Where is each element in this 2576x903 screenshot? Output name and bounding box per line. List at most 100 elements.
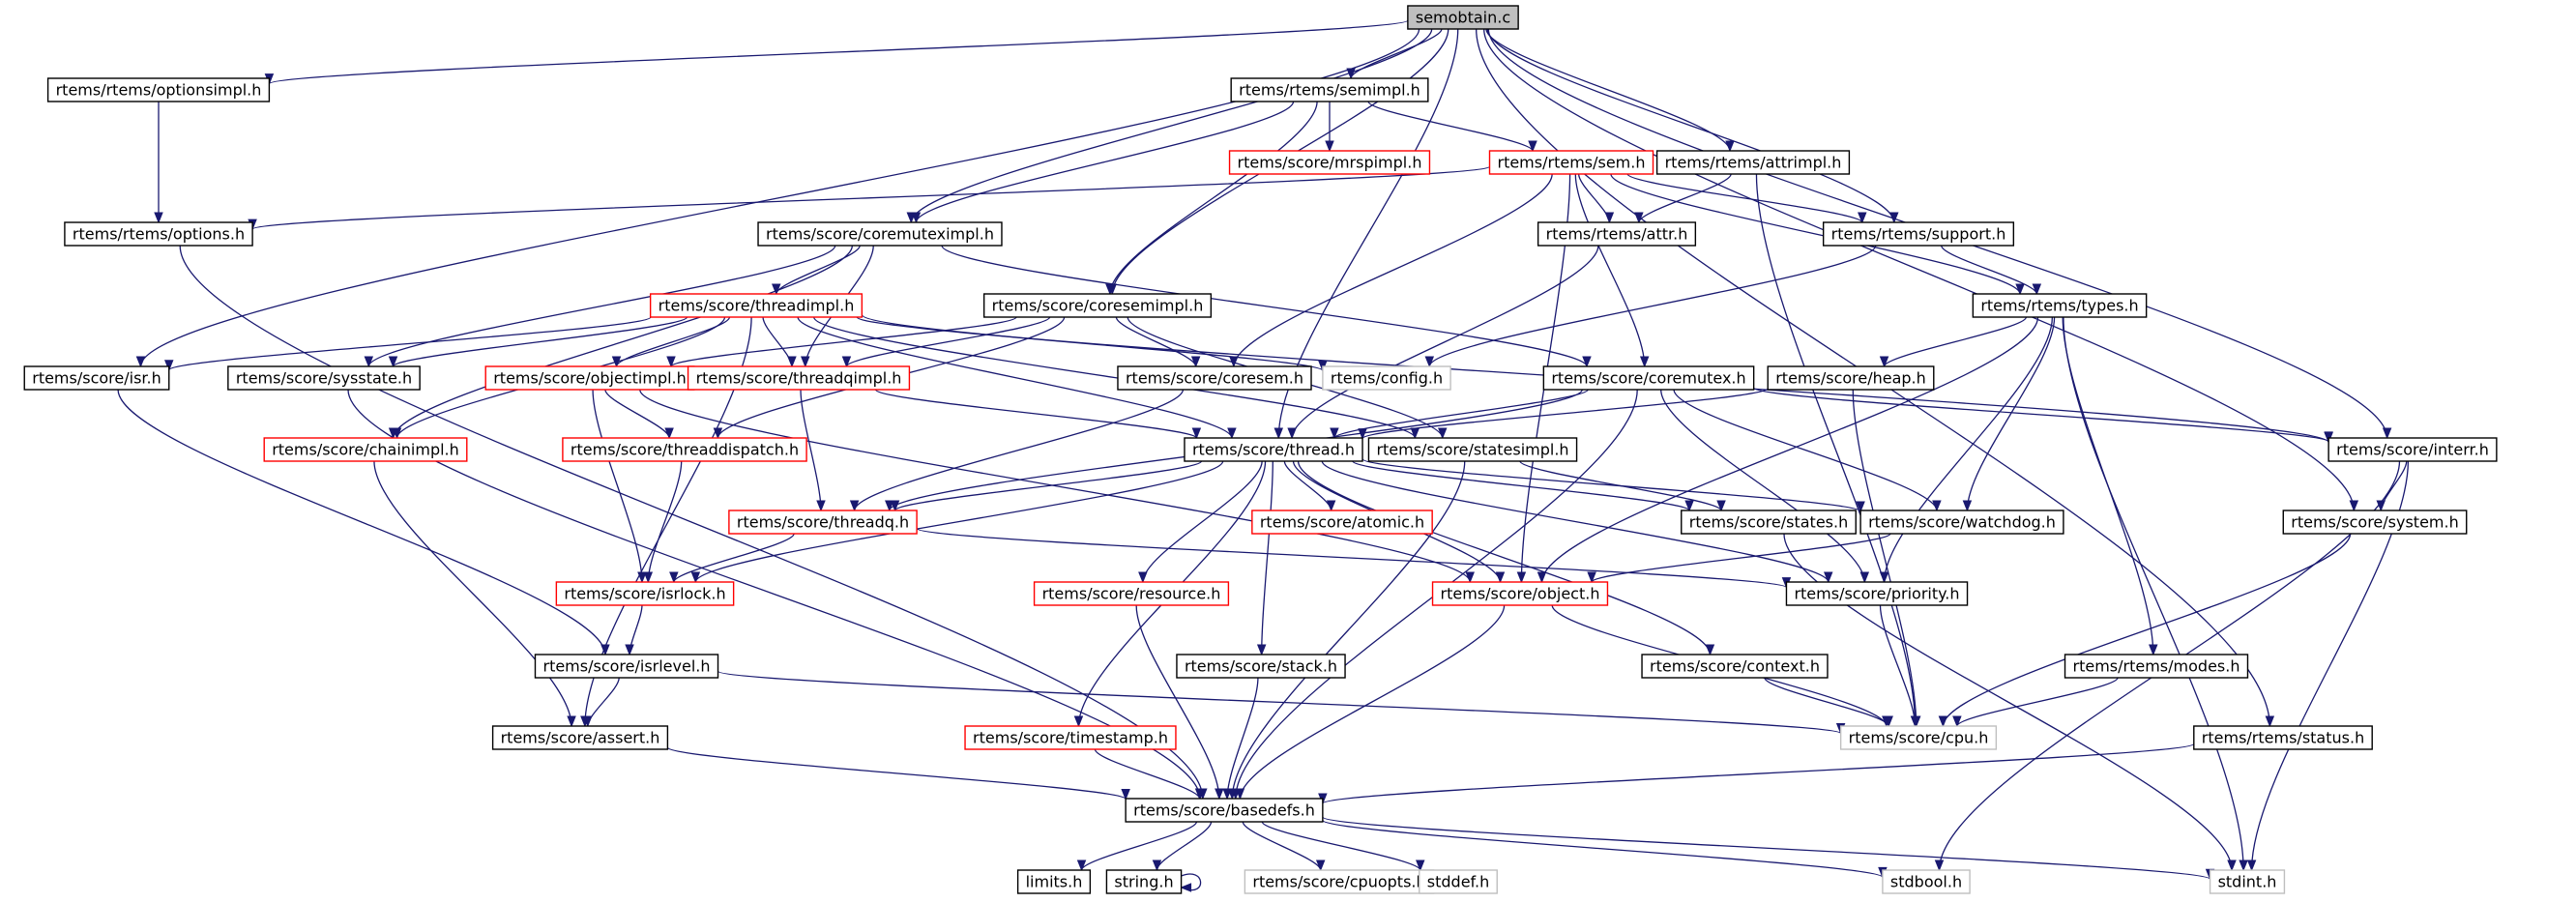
node-mrspimpl[interactable]: rtems/score/mrspimpl.h: [1228, 150, 1431, 175]
node-box: [2193, 725, 2373, 750]
node-string[interactable]: string.h: [1105, 869, 1183, 894]
node-label: rtems/score/heap.h: [1775, 369, 1926, 388]
node-timestamp[interactable]: rtems/score/timestamp.h: [964, 725, 1177, 750]
node-isrlock[interactable]: rtems/score/isrlock.h: [555, 581, 735, 606]
node-stddef[interactable]: stddef.h: [1419, 869, 1498, 894]
node-atomic[interactable]: rtems/score/atomic.h: [1251, 510, 1433, 535]
edge-sem-to-types: [1610, 173, 2025, 296]
node-objectimpl[interactable]: rtems/score/objectimpl.h: [484, 365, 695, 391]
node-label: rtems/rtems/attr.h: [1546, 225, 1688, 244]
node-cpu[interactable]: rtems/score/cpu.h: [1839, 725, 1998, 750]
node-box: [1125, 798, 1324, 823]
edge-objectimpl-to-threaddispatch: [604, 389, 674, 440]
node-label: rtems/score/basedefs.h: [1133, 801, 1315, 820]
edge-semobtain-to-support: [1486, 28, 1899, 224]
node-label: rtems/score/atomic.h: [1260, 513, 1424, 532]
edge-coresemimpl-to-objectimpl: [666, 316, 1017, 368]
edge-threadimpl-to-isr: [164, 316, 652, 372]
node-stdint[interactable]: stdint.h: [2209, 869, 2286, 894]
edge-thread-to-isrlock: [690, 460, 1224, 584]
node-label: string.h: [1114, 873, 1173, 891]
node-limits[interactable]: limits.h: [1016, 869, 1092, 894]
edge-thread-to-priority: [1321, 460, 1833, 584]
node-sem[interactable]: rtems/rtems/sem.h: [1488, 150, 1654, 175]
node-box: [1176, 654, 1346, 679]
node-object[interactable]: rtems/score/object.h: [1431, 581, 1609, 606]
node-label: rtems/score/coresem.h: [1126, 369, 1303, 388]
node-box: [982, 293, 1213, 318]
edge-stack-to-basedefs: [1222, 677, 1259, 801]
node-assert[interactable]: rtems/score/assert.h: [491, 725, 669, 750]
node-chainimpl[interactable]: rtems/score/chainimpl.h: [263, 437, 468, 462]
edge-optionsimpl-to-options: [154, 102, 163, 224]
node-states[interactable]: rtems/score/states.h: [1681, 510, 1857, 535]
edge-semobtain-to-isr: [135, 28, 1420, 368]
edge-modes-to-cpu: [1952, 677, 2119, 728]
node-coresem[interactable]: rtems/score/coresem.h: [1117, 365, 1312, 391]
node-box: [1322, 365, 1451, 391]
edge-semobtain-to-thread: [1273, 28, 1459, 440]
node-status[interactable]: rtems/rtems/status.h: [2193, 725, 2373, 750]
node-thread[interactable]: rtems/score/thread.h: [1184, 437, 1363, 462]
node-label: rtems/score/coremuteximpl.h: [766, 225, 994, 244]
node-config[interactable]: rtems/config.h: [1322, 365, 1451, 391]
node-threadq[interactable]: rtems/score/threadq.h: [728, 510, 918, 535]
node-attrimpl[interactable]: rtems/rtems/attrimpl.h: [1655, 150, 1851, 175]
node-label: rtems/score/coremutex.h: [1551, 369, 1745, 388]
node-label: rtems/score/isrlock.h: [564, 585, 725, 603]
node-box: [46, 77, 271, 102]
edge-sem-to-attr: [1577, 173, 1615, 224]
node-threadqimpl[interactable]: rtems/score/threadqimpl.h: [687, 365, 911, 391]
node-stdbool[interactable]: stdbool.h: [1882, 869, 1971, 894]
edge-sem-to-coremutex: [1574, 173, 1650, 368]
node-label: rtems/score/thread.h: [1192, 441, 1355, 459]
node-box: [1033, 581, 1230, 606]
node-interr[interactable]: rtems/score/interr.h: [2327, 437, 2498, 462]
node-system[interactable]: rtems/score/system.h: [2282, 510, 2468, 535]
node-coresemimpl[interactable]: rtems/score/coresemimpl.h: [982, 293, 1213, 318]
node-label: rtems/score/sysstate.h: [236, 369, 412, 388]
node-priority[interactable]: rtems/score/priority.h: [1785, 581, 1969, 606]
node-box: [263, 437, 468, 462]
node-coremuteximpl[interactable]: rtems/score/coremuteximpl.h: [757, 221, 1003, 247]
node-support[interactable]: rtems/rtems/support.h: [1822, 221, 2015, 247]
edge-basedefs-to-stddef: [1261, 821, 1425, 872]
node-semimpl[interactable]: rtems/rtems/semimpl.h: [1230, 77, 1429, 102]
node-threaddispatch[interactable]: rtems/score/threaddispatch.h: [562, 437, 807, 462]
node-attr[interactable]: rtems/rtems/attr.h: [1537, 221, 1697, 247]
node-isrlevel[interactable]: rtems/score/isrlevel.h: [534, 654, 719, 679]
node-threadimpl[interactable]: rtems/score/threadimpl.h: [649, 293, 864, 318]
node-box: [1230, 77, 1429, 102]
node-options[interactable]: rtems/rtems/options.h: [64, 221, 253, 247]
node-watchdog[interactable]: rtems/score/watchdog.h: [1859, 510, 2064, 535]
edge-sem-to-options: [248, 165, 1491, 231]
node-context[interactable]: rtems/score/context.h: [1641, 654, 1829, 679]
edge-system-to-cpu: [1938, 533, 2352, 728]
node-modes[interactable]: rtems/rtems/modes.h: [2064, 654, 2249, 679]
node-coremutex[interactable]: rtems/score/coremutex.h: [1542, 365, 1755, 391]
node-types[interactable]: rtems/rtems/types.h: [1972, 293, 2148, 318]
node-label: rtems/score/cpu.h: [1849, 729, 1989, 747]
node-box: [23, 365, 170, 391]
node-label: rtems/score/cpuopts.h: [1252, 873, 1425, 891]
node-resource[interactable]: rtems/score/resource.h: [1033, 581, 1230, 606]
edge-attr-to-thread: [1287, 245, 1599, 440]
node-label: rtems/score/watchdog.h: [1868, 513, 2056, 532]
node-box: [1839, 725, 1998, 750]
node-isr[interactable]: rtems/score/isr.h: [23, 365, 170, 391]
node-statesimpl[interactable]: rtems/score/statesimpl.h: [1367, 437, 1578, 462]
edge-isr-to-isrlevel: [117, 389, 610, 656]
node-basedefs[interactable]: rtems/score/basedefs.h: [1125, 798, 1324, 823]
node-box: [1972, 293, 2148, 318]
node-label: rtems/score/stack.h: [1185, 657, 1337, 676]
edge-heap-to-thread: [1358, 388, 1769, 440]
node-cpuopts[interactable]: rtems/score/cpuopts.h: [1244, 869, 1435, 894]
node-stack[interactable]: rtems/score/stack.h: [1176, 654, 1346, 679]
node-sysstate[interactable]: rtems/score/sysstate.h: [227, 365, 421, 391]
node-heap[interactable]: rtems/score/heap.h: [1767, 365, 1935, 391]
edge-attrimpl-to-attr: [1634, 173, 1732, 224]
node-label: rtems/score/states.h: [1689, 513, 1848, 532]
node-optionsimpl[interactable]: rtems/rtems/optionsimpl.h: [46, 77, 271, 102]
node-label: rtems/rtems/types.h: [1980, 297, 2138, 315]
